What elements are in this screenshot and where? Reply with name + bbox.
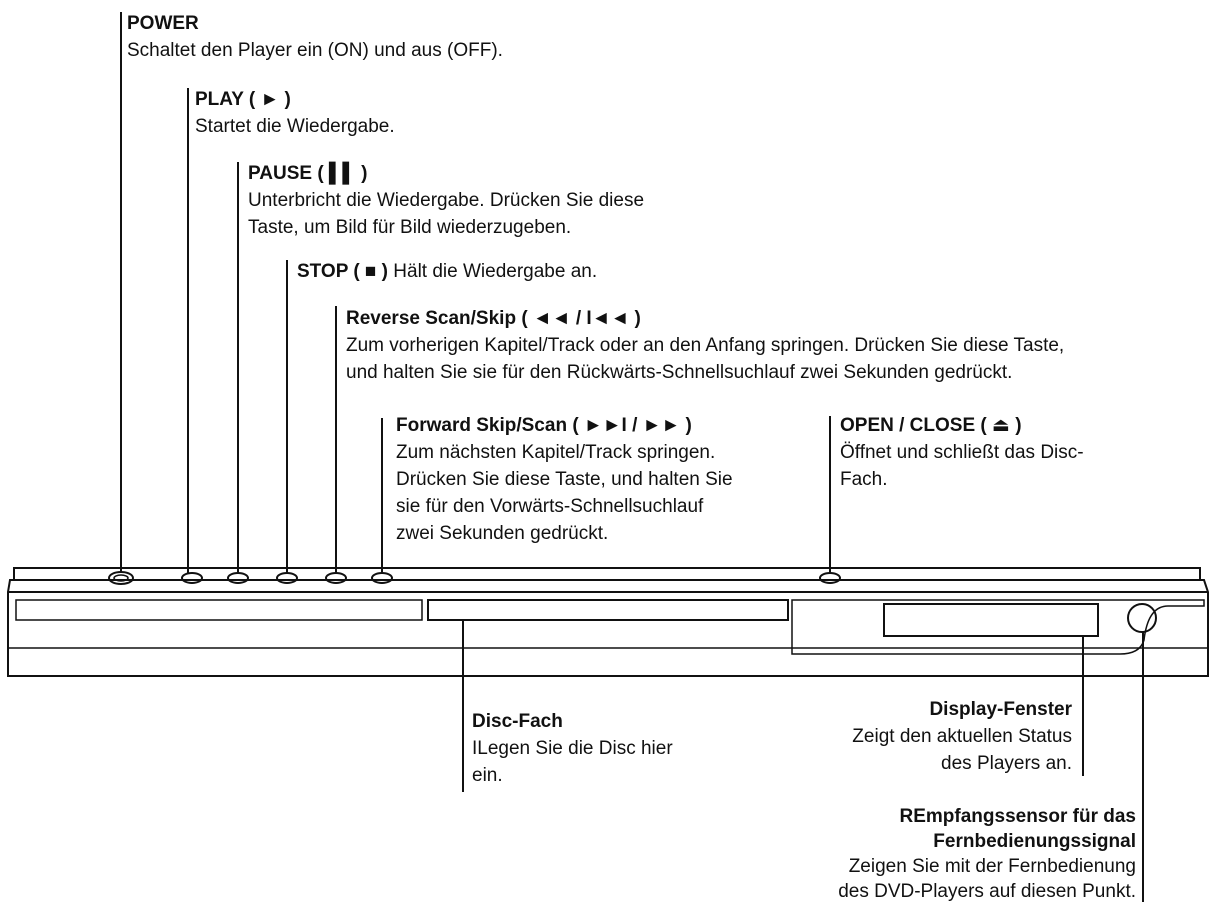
callout-reverse-desc-1: Zum vorherigen Kapitel/Track oder an den… [346,335,1065,356]
callout-sensor-title: REmpfangssensor für das [899,806,1137,827]
callout-power: POWER Schaltet den Player ein (ON) und a… [127,10,503,64]
callout-pause: PAUSE ( ▌▌ ) Unterbricht die Wiedergabe.… [248,160,644,241]
callout-stop-title: STOP ( ■ ) [297,261,389,282]
callout-display-title: Display-Fenster [929,699,1072,720]
callout-open-close-desc-1: Öffnet und schließt das Disc- [840,442,1084,463]
callout-stop: STOP ( ■ ) Hält die Wiedergabe an. [297,258,597,285]
callout-forward-desc-4: zwei Sekunden gedrückt. [396,523,609,544]
open-close-button [819,572,841,584]
callout-sensor-title-2: Fernbedienungssignal [933,831,1136,852]
callout-forward-desc-1: Zum nächsten Kapitel/Track springen. [396,442,716,463]
callout-forward: Forward Skip/Scan ( ►►I / ►► ) Zum nächs… [396,412,733,547]
callout-play-desc-1: Startet die Wiedergabe. [195,116,395,137]
reverse-button [325,572,347,584]
player-body [7,567,1209,677]
callout-forward-desc-3: sie für den Vorwärts-Schnellsuchlauf [396,496,704,517]
callout-play: PLAY ( ► ) Startet die Wiedergabe. [195,86,395,140]
callout-display: Display-Fenster Zeigt den aktuellen Stat… [852,696,1072,777]
callout-stop-desc-1: Hält die Wiedergabe an. [388,261,598,282]
callout-play-title: PLAY ( ► ) [195,89,291,110]
power-button [108,571,134,585]
forward-button [371,572,393,584]
callout-forward-title: Forward Skip/Scan ( ►►I / ►► ) [396,415,692,436]
pause-button [227,572,249,584]
callout-disc-tray-desc-2: ein. [472,765,503,786]
callout-power-title: POWER [127,13,199,34]
callout-disc-tray-title: Disc-Fach [472,711,563,732]
disc-tray [427,599,789,621]
callout-sensor-desc-2: des DVD-Players auf diesen Punkt. [838,881,1136,902]
callout-display-desc-2: des Players an. [941,753,1072,774]
callout-open-close: OPEN / CLOSE ( ⏏ ) Öffnet und schließt d… [840,412,1084,493]
callout-sensor-desc-1: Zeigen Sie mit der Fernbedienung [848,856,1136,877]
display-panel-frame [791,599,1205,655]
stop-button [276,572,298,584]
callout-disc-tray: Disc-Fach ILegen Sie die Disc hier ein. [472,708,673,789]
callout-forward-desc-2: Drücken Sie diese Taste, und halten Sie [396,469,733,490]
callout-pause-desc-2: Taste, um Bild für Bild wiederzugeben. [248,217,572,238]
callout-reverse-desc-2: und halten Sie sie für den Rückwärts-Sch… [346,362,1013,383]
callout-open-close-title: OPEN / CLOSE ( ⏏ ) [840,415,1022,436]
display-window [883,603,1099,637]
callout-disc-tray-desc-1: ILegen Sie die Disc hier [472,738,673,759]
callout-pause-desc-1: Unterbricht die Wiedergabe. Drücken Sie … [248,190,645,211]
callout-power-desc-1: Schaltet den Player ein (ON) und aus (OF… [127,40,503,61]
callout-reverse-title: Reverse Scan/Skip ( ◄◄ / I◄◄ ) [346,308,641,329]
callout-open-close-desc-2: Fach. [840,469,888,490]
callout-display-desc-1: Zeigt den aktuellen Status [852,726,1072,747]
callout-reverse: Reverse Scan/Skip ( ◄◄ / I◄◄ ) Zum vorhe… [346,305,1064,386]
callout-pause-title: PAUSE ( ▌▌ ) [248,163,368,184]
callout-sensor: REmpfangssensor für das Fernbedienungssi… [838,804,1136,904]
remote-sensor [1127,603,1157,633]
play-button [181,572,203,584]
